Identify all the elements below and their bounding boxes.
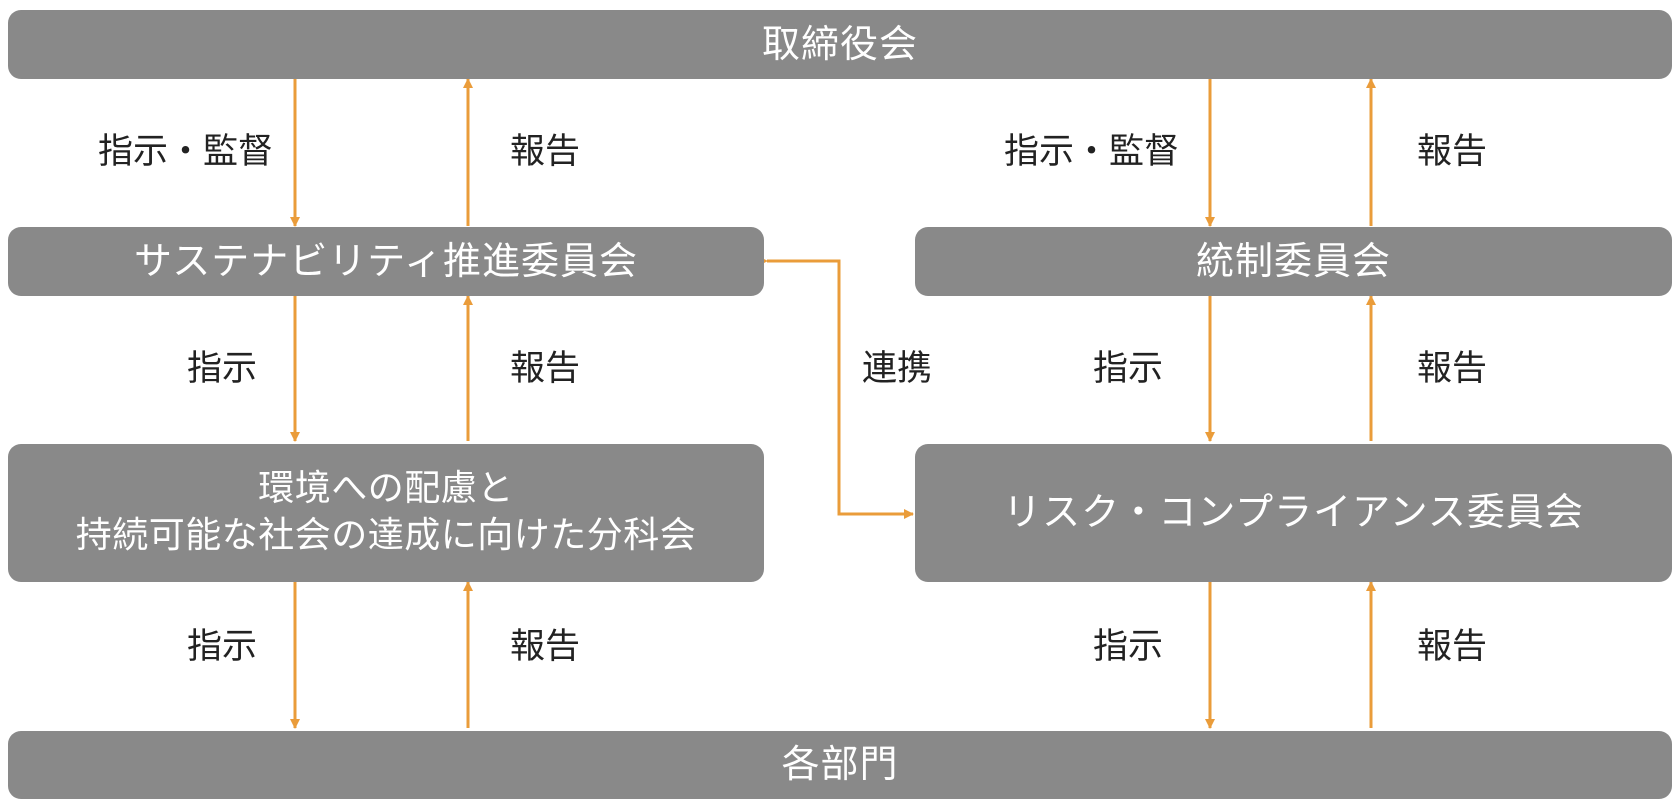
departments-label: 各部門 xyxy=(781,742,899,787)
edge-label-sustainability-to-subcommittee: 指示 xyxy=(187,349,258,389)
control-committee-label: 統制委員会 xyxy=(1195,238,1391,283)
sustainability-committee-label: サステナビリティ推進委員会 xyxy=(134,238,638,283)
edge-label-subcommittee-to-sustainability: 報告 xyxy=(510,349,581,389)
sustainability-committee-box: サステナビリティ推進委員会 xyxy=(8,227,764,296)
risk-committee-label: リスク・コンプライアンス委員会 xyxy=(1003,490,1584,535)
edge-label-departments-to-risk: 報告 xyxy=(1417,627,1488,667)
departments-box: 各部門 xyxy=(8,731,1672,799)
edge-label-board-to-sustainability: 指示・監督 xyxy=(98,132,274,172)
edge-label-link: 連携 xyxy=(862,349,933,389)
risk-committee-box: リスク・コンプライアンス委員会 xyxy=(915,444,1672,582)
board-box: 取締役会 xyxy=(8,10,1672,79)
edge-label-risk-to-control: 報告 xyxy=(1417,349,1488,389)
edge-label-board-to-control: 指示・監督 xyxy=(1004,132,1180,172)
control-committee-box: 統制委員会 xyxy=(915,227,1672,296)
subcommittee-label-line1: 環境への配慮と xyxy=(258,468,514,510)
subcommittee-label-line2: 持続可能な社会の達成に向けた分科会 xyxy=(75,515,697,556)
edge-label-departments-to-subcommittee: 報告 xyxy=(510,627,581,667)
edge-label-sustainability-to-board: 報告 xyxy=(510,132,581,172)
link-connector xyxy=(758,256,914,519)
edge-label-control-to-risk: 指示 xyxy=(1093,349,1164,389)
edge-label-subcommittee-to-departments: 指示 xyxy=(187,627,258,667)
edge-label-risk-to-departments: 指示 xyxy=(1093,627,1164,667)
board-label: 取締役会 xyxy=(761,21,918,66)
subcommittee-box: 環境への配慮と 持続可能な社会の達成に向けた分科会 xyxy=(8,444,764,582)
edge-label-control-to-board: 報告 xyxy=(1417,132,1488,172)
